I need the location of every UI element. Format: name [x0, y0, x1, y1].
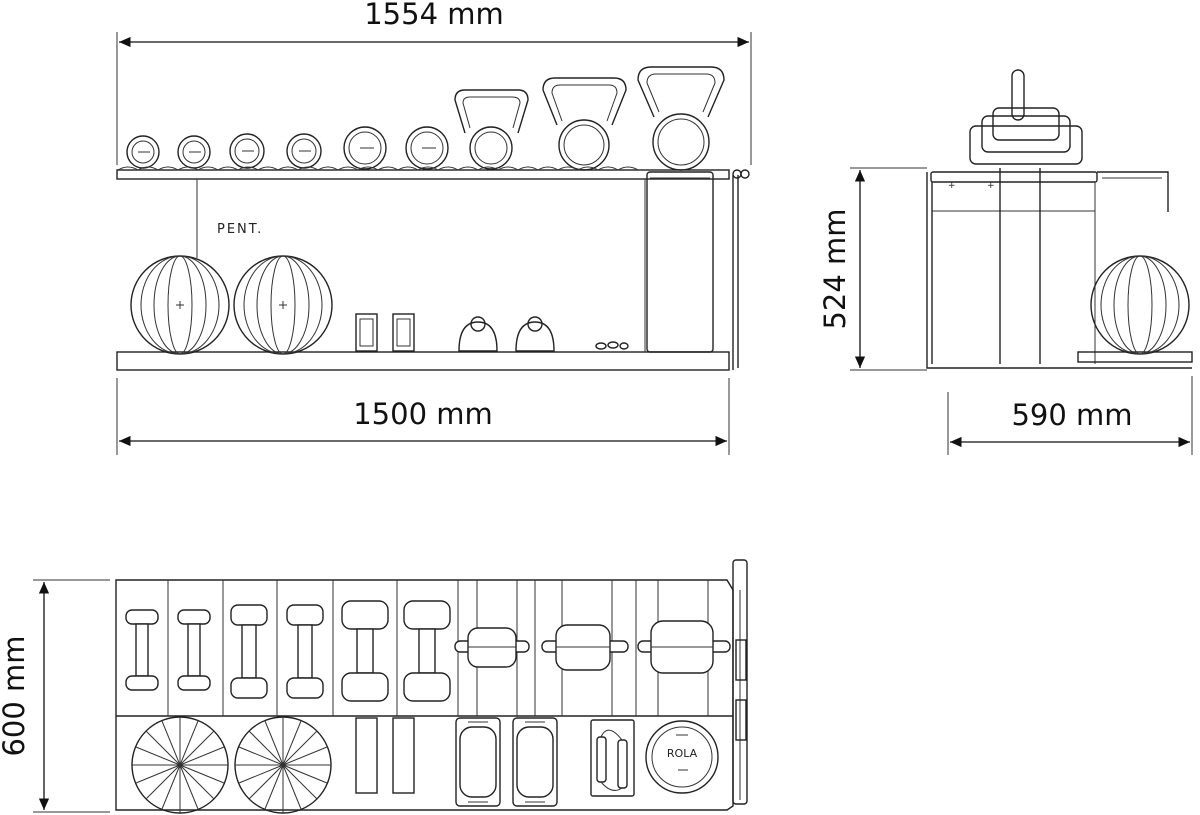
side-bar	[732, 559, 748, 805]
medicine-ball-icon	[233, 255, 333, 355]
dumbbell-icon	[126, 135, 160, 169]
front-elevation: PENT.	[116, 0, 752, 455]
dumbbell-icon	[343, 126, 387, 170]
kettlebell-icon	[637, 620, 731, 674]
kettlebell-handle	[1011, 69, 1025, 121]
brand-label: PENT.	[217, 222, 263, 237]
base-plate	[116, 351, 730, 371]
medicine-ball-icon	[131, 716, 229, 814]
jump-rope-icon	[595, 341, 629, 350]
dumbbell-icon	[177, 135, 211, 169]
dimension-base-width: 1500 mm	[353, 397, 493, 431]
yoga-block	[355, 717, 378, 794]
dumbbell-icon	[403, 600, 451, 702]
kettlebell-icon	[541, 624, 629, 671]
dumbbell-plan-row	[125, 600, 451, 702]
dimension-side-depth: 590 mm	[1011, 398, 1132, 432]
storage-tube	[646, 171, 714, 353]
dumbbell-row-front	[126, 126, 449, 170]
dumbbell-icon	[125, 609, 159, 691]
medicine-ball-icon	[234, 716, 332, 814]
kettlebell-row-front	[454, 66, 725, 171]
push-up-handle-icon	[515, 316, 555, 352]
dumbbell-icon	[286, 133, 322, 169]
kettlebell-icon	[542, 77, 627, 171]
top-shelf	[116, 169, 730, 180]
side-elevation: + + 524 mm 590 mm	[818, 69, 1193, 455]
dumbbell-icon	[405, 126, 449, 170]
dimension-top-width: 1554 mm	[364, 0, 504, 31]
yoga-block	[392, 717, 415, 794]
foam-roller-icon: ROLA	[645, 720, 719, 794]
kettlebell-icon	[637, 66, 725, 171]
svg-text:+: +	[948, 181, 956, 191]
kettlebell-icon	[454, 627, 530, 668]
yoga-block	[392, 313, 415, 352]
dimension-plan-depth: 600 mm	[0, 635, 31, 756]
push-up-handle-icon	[512, 717, 558, 807]
push-up-handle-icon	[458, 316, 498, 352]
dumbbell-icon	[341, 600, 389, 702]
medicine-ball-icon	[130, 255, 230, 355]
dumbbell-icon	[286, 604, 324, 699]
svg-text:+: +	[987, 181, 995, 191]
dumbbell-icon	[229, 133, 265, 169]
dimension-side-height: 524 mm	[818, 208, 852, 329]
plan-view: ROLA 600 mm	[0, 559, 748, 814]
kettlebell-icon	[454, 89, 529, 170]
rola-label: ROLA	[667, 747, 698, 760]
medicine-ball-icon	[1090, 255, 1190, 355]
yoga-block	[355, 313, 378, 352]
dumbbell-icon	[177, 609, 211, 691]
push-up-handle-icon	[455, 717, 501, 807]
dumbbell-icon	[230, 604, 268, 699]
jump-rope-icon	[590, 719, 635, 797]
